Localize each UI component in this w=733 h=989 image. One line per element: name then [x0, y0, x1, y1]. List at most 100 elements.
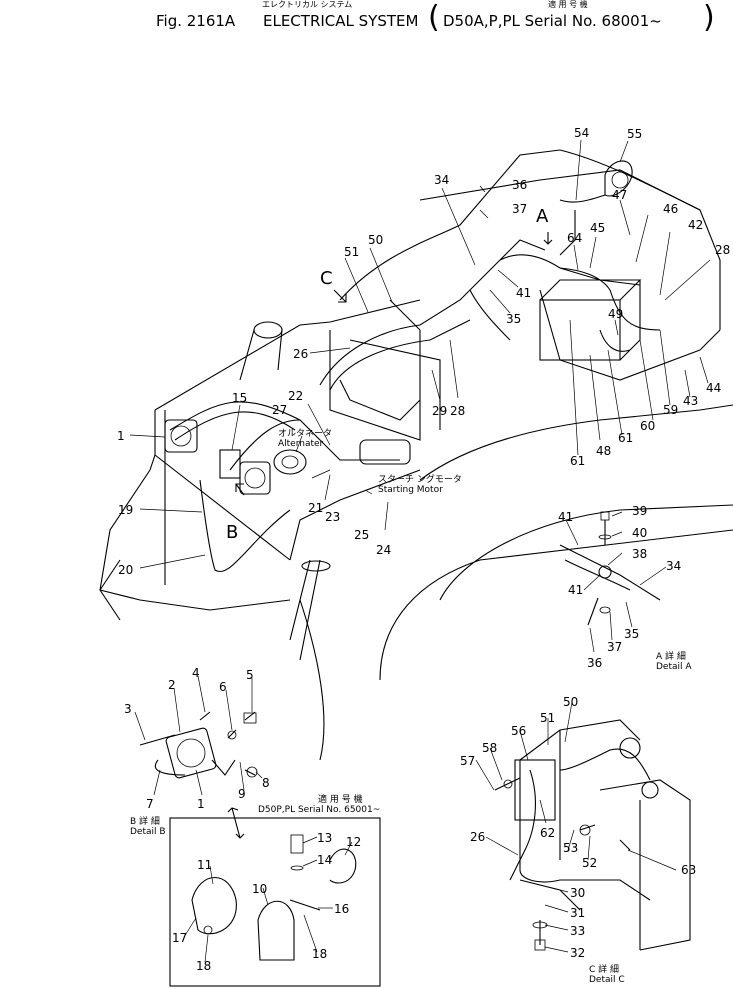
detail-b-label-jp: B 詳 細	[130, 815, 160, 827]
callout-45: 45	[590, 221, 605, 235]
callout-64: 64	[567, 231, 582, 245]
callout-26c: 26	[470, 830, 485, 844]
callout-36-a: 36	[587, 656, 602, 670]
callout-60: 60	[640, 419, 655, 433]
callout-35: 35	[506, 312, 521, 326]
serial-range: D50A,P,PL Serial No. 68001~	[443, 12, 662, 30]
detail-a-drawing	[559, 511, 661, 626]
callout-35-a: 35	[624, 627, 639, 641]
callout-51: 51	[344, 245, 359, 259]
callout-31: 31	[570, 906, 585, 920]
callout-25: 25	[354, 528, 369, 542]
callout-12: 12	[346, 835, 361, 849]
callout-18a: 18	[196, 959, 211, 973]
paren-right: )	[703, 0, 715, 35]
detail-c-label: Detail C	[589, 975, 625, 985]
starting-motor-label-jp: スターチ ングモータ	[378, 473, 462, 485]
callout-28b: 28	[715, 243, 730, 257]
callout-41: 41	[516, 286, 531, 300]
callout-40: 40	[632, 526, 647, 540]
callout-38: 38	[632, 547, 647, 561]
callout-56: 56	[511, 724, 526, 738]
callout-17: 17	[172, 931, 187, 945]
callout-32: 32	[570, 946, 585, 960]
paren-left: (	[428, 0, 440, 35]
callout-49: 49	[608, 307, 623, 321]
callout-41-a: 41	[558, 510, 573, 524]
callout-44: 44	[706, 381, 721, 395]
callout-27: 27	[272, 403, 287, 417]
callout-19: 19	[118, 503, 133, 517]
callout-13: 13	[317, 831, 332, 845]
callout-43: 43	[683, 394, 698, 408]
callout-26: 26	[293, 347, 308, 361]
annotations: オルタネータ Alternater スターチ ングモータ Starting Mo…	[130, 428, 692, 985]
callout-37-a: 37	[607, 640, 622, 654]
callout-39: 39	[632, 504, 647, 518]
callout-23: 23	[325, 510, 340, 524]
callout-59: 59	[663, 403, 678, 417]
callout-2: 2	[168, 678, 176, 692]
starting-motor-label: Starting Motor	[378, 485, 443, 495]
detail-c-drawing	[494, 719, 691, 951]
callout-61a: 61	[618, 431, 633, 445]
callout-34-a: 34	[666, 559, 681, 573]
view-letter-c: C	[320, 268, 333, 289]
callout-20: 20	[118, 563, 133, 577]
wiring-harness	[164, 194, 661, 573]
callout-33: 33	[570, 924, 585, 938]
callout-15: 15	[232, 391, 247, 405]
callout-52: 52	[582, 856, 597, 870]
inset-box	[169, 817, 381, 987]
callout-18b: 18	[312, 947, 327, 961]
alternator-label-jp: オルタネータ	[278, 428, 332, 439]
callout-29: 29	[432, 404, 447, 418]
callout-50: 50	[368, 233, 383, 247]
leader-lines	[129, 139, 711, 963]
callout-51c: 51	[540, 711, 555, 725]
callout-58: 58	[482, 741, 497, 755]
detail-c-label-jp: C 詳 細	[589, 963, 619, 975]
callout-53: 53	[563, 841, 578, 855]
callout-6: 6	[219, 680, 227, 694]
callout-24: 24	[376, 543, 391, 557]
callout-41-b: 41	[568, 583, 583, 597]
callout-42: 42	[688, 218, 703, 232]
callout-numbers: 1 15 19 20 22 27 21 23 25 24 26 29 28 51…	[117, 126, 730, 973]
callout-5: 5	[246, 668, 254, 682]
callout-54: 54	[574, 126, 589, 140]
callout-9: 9	[238, 787, 246, 801]
callout-37: 37	[512, 202, 527, 216]
callout-46: 46	[663, 202, 678, 216]
callout-8: 8	[262, 776, 270, 790]
callout-34: 34	[434, 173, 449, 187]
figure-number: Fig. 2161A	[156, 12, 236, 30]
callout-28a: 28	[450, 404, 465, 418]
callout-50c: 50	[563, 695, 578, 709]
callout-11: 11	[197, 858, 212, 872]
callout-10: 10	[252, 882, 267, 896]
callout-30: 30	[570, 886, 585, 900]
callout-48: 48	[596, 444, 611, 458]
callout-36: 36	[512, 178, 527, 192]
inset-serial: D50P,PL Serial No. 65001~	[258, 805, 380, 815]
callout-22: 22	[288, 389, 303, 403]
callout-1b: 1	[197, 797, 205, 811]
detail-b-label: Detail B	[130, 827, 166, 837]
callout-3: 3	[124, 702, 132, 716]
title-jp: エレクトリカル システム	[262, 0, 353, 9]
callout-14: 14	[317, 853, 332, 867]
callout-4: 4	[192, 666, 200, 680]
detail-a-label-jp: A 詳 細	[656, 650, 686, 662]
view-letter-b: B	[226, 522, 238, 543]
callout-16: 16	[334, 902, 349, 916]
figure-title: ELECTRICAL SYSTEM	[263, 12, 419, 30]
alternator-label: Alternater	[278, 439, 324, 449]
callout-7: 7	[146, 797, 154, 811]
callout-57: 57	[460, 754, 475, 768]
view-letter-a: A	[536, 206, 549, 227]
callout-63: 63	[681, 863, 696, 877]
inset-serial-jp: 適 用 号 機	[318, 793, 363, 805]
serial-jp: 適 用 号 機	[548, 0, 588, 9]
